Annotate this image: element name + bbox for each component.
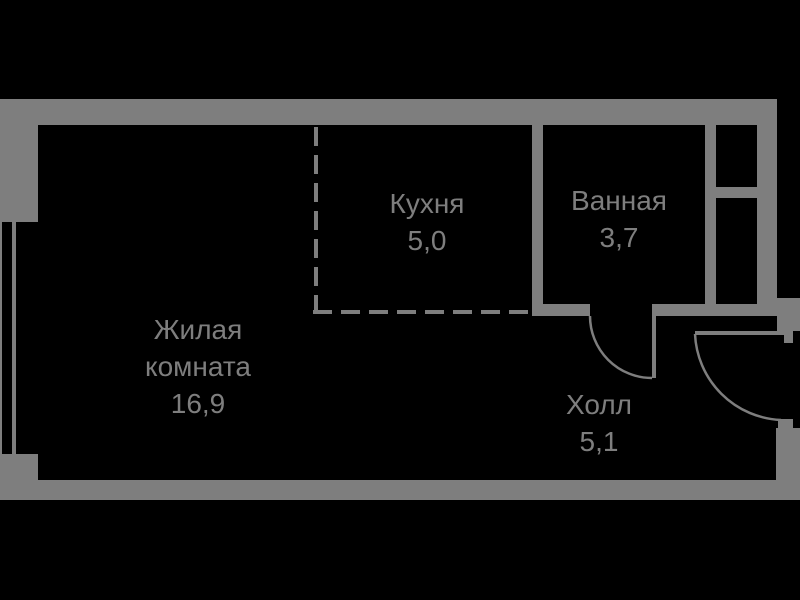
wall-left-upper: [0, 125, 38, 222]
entrance-door-swing-arc: [693, 333, 782, 422]
window-pane-line: [12, 222, 16, 454]
entrance-door-leaf: [695, 331, 785, 335]
bathroom-wall-bottom-left: [532, 304, 590, 316]
bathroom-name: Ванная: [571, 185, 667, 216]
window-outer-line: [0, 222, 2, 454]
wall-bottom: [0, 480, 800, 500]
kitchen-name: Кухня: [389, 188, 465, 219]
hall-area: 5,1: [579, 426, 619, 457]
kitchen-zone-dashed-horizontal: [313, 310, 532, 314]
bathroom-area: 3,7: [599, 222, 639, 253]
bathroom-door-swing-arc: [588, 315, 653, 380]
kitchen-label: Кухня 5,0: [327, 185, 527, 259]
shaft-wall-right: [757, 125, 777, 316]
entry-wall-above-door: [777, 298, 800, 331]
living-room-area: 16,9: [170, 388, 226, 419]
kitchen-zone-dashed-vertical: [314, 127, 318, 313]
shaft-divider: [716, 187, 757, 198]
shaft-wall-left: [705, 125, 716, 316]
entry-door-bottom-jamb: [778, 419, 793, 428]
living-room-name-line2: комната: [145, 351, 251, 382]
hall-name: Холл: [566, 389, 632, 420]
living-room-name-line1: Жилая: [153, 314, 243, 345]
living-room-label: Жилая комната 16,9: [58, 311, 338, 422]
bathroom-label: Ванная 3,7: [519, 182, 719, 256]
hall-label: Холл 5,1: [499, 386, 699, 460]
entry-door-top-jamb: [784, 331, 793, 343]
bathroom-door-leaf: [652, 316, 656, 378]
wall-top: [0, 99, 777, 125]
bathroom-wall-left: [532, 125, 543, 316]
kitchen-area: 5,0: [407, 225, 447, 256]
wall-right-below-door: [776, 428, 800, 480]
